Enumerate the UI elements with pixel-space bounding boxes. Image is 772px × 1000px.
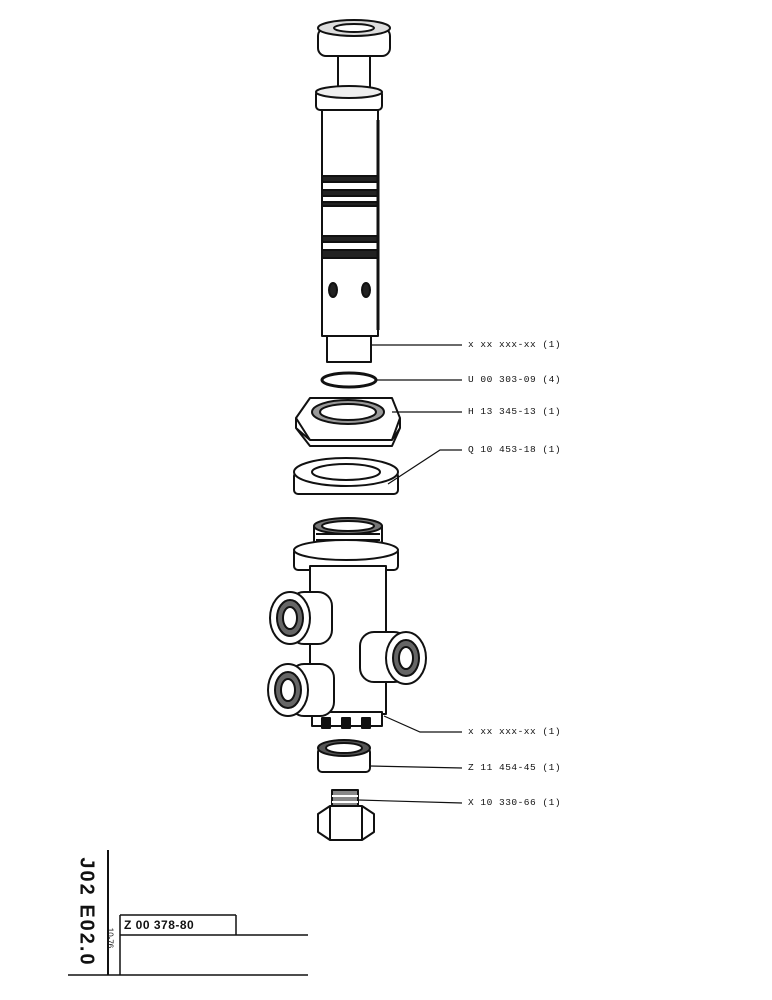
revision-date-text: 10-76 <box>105 927 115 949</box>
callout-washer: Q 10 453-18 (1) <box>468 444 562 455</box>
plug-screw <box>317 789 375 841</box>
document-code: J02 E02.0 <box>66 852 106 972</box>
callout-piston: x xx xxx-xx (1) <box>468 339 562 350</box>
spacer-ring <box>317 739 371 773</box>
hex-nut <box>295 397 401 447</box>
callout-spacer-ring: Z 11 454-45 (1) <box>468 762 562 773</box>
revision-date: 10-76 <box>100 928 120 948</box>
callout-o-ring: U 00 303-09 (4) <box>468 374 562 385</box>
callout-plug: X 10 330-66 (1) <box>468 797 562 808</box>
sealing-washer <box>293 457 399 495</box>
callout-valve-body: x xx xxx-xx (1) <box>468 726 562 737</box>
document-code-text: J02 E02.0 <box>75 857 98 967</box>
leader-lines <box>357 344 463 804</box>
o-ring <box>320 371 378 389</box>
callout-hex-nut: H 13 345-13 (1) <box>468 406 562 417</box>
piston-assembly <box>315 19 391 363</box>
title-block-frame <box>68 850 308 976</box>
valve-body <box>267 517 427 729</box>
part-number: Z 00 378-80 <box>124 918 195 932</box>
